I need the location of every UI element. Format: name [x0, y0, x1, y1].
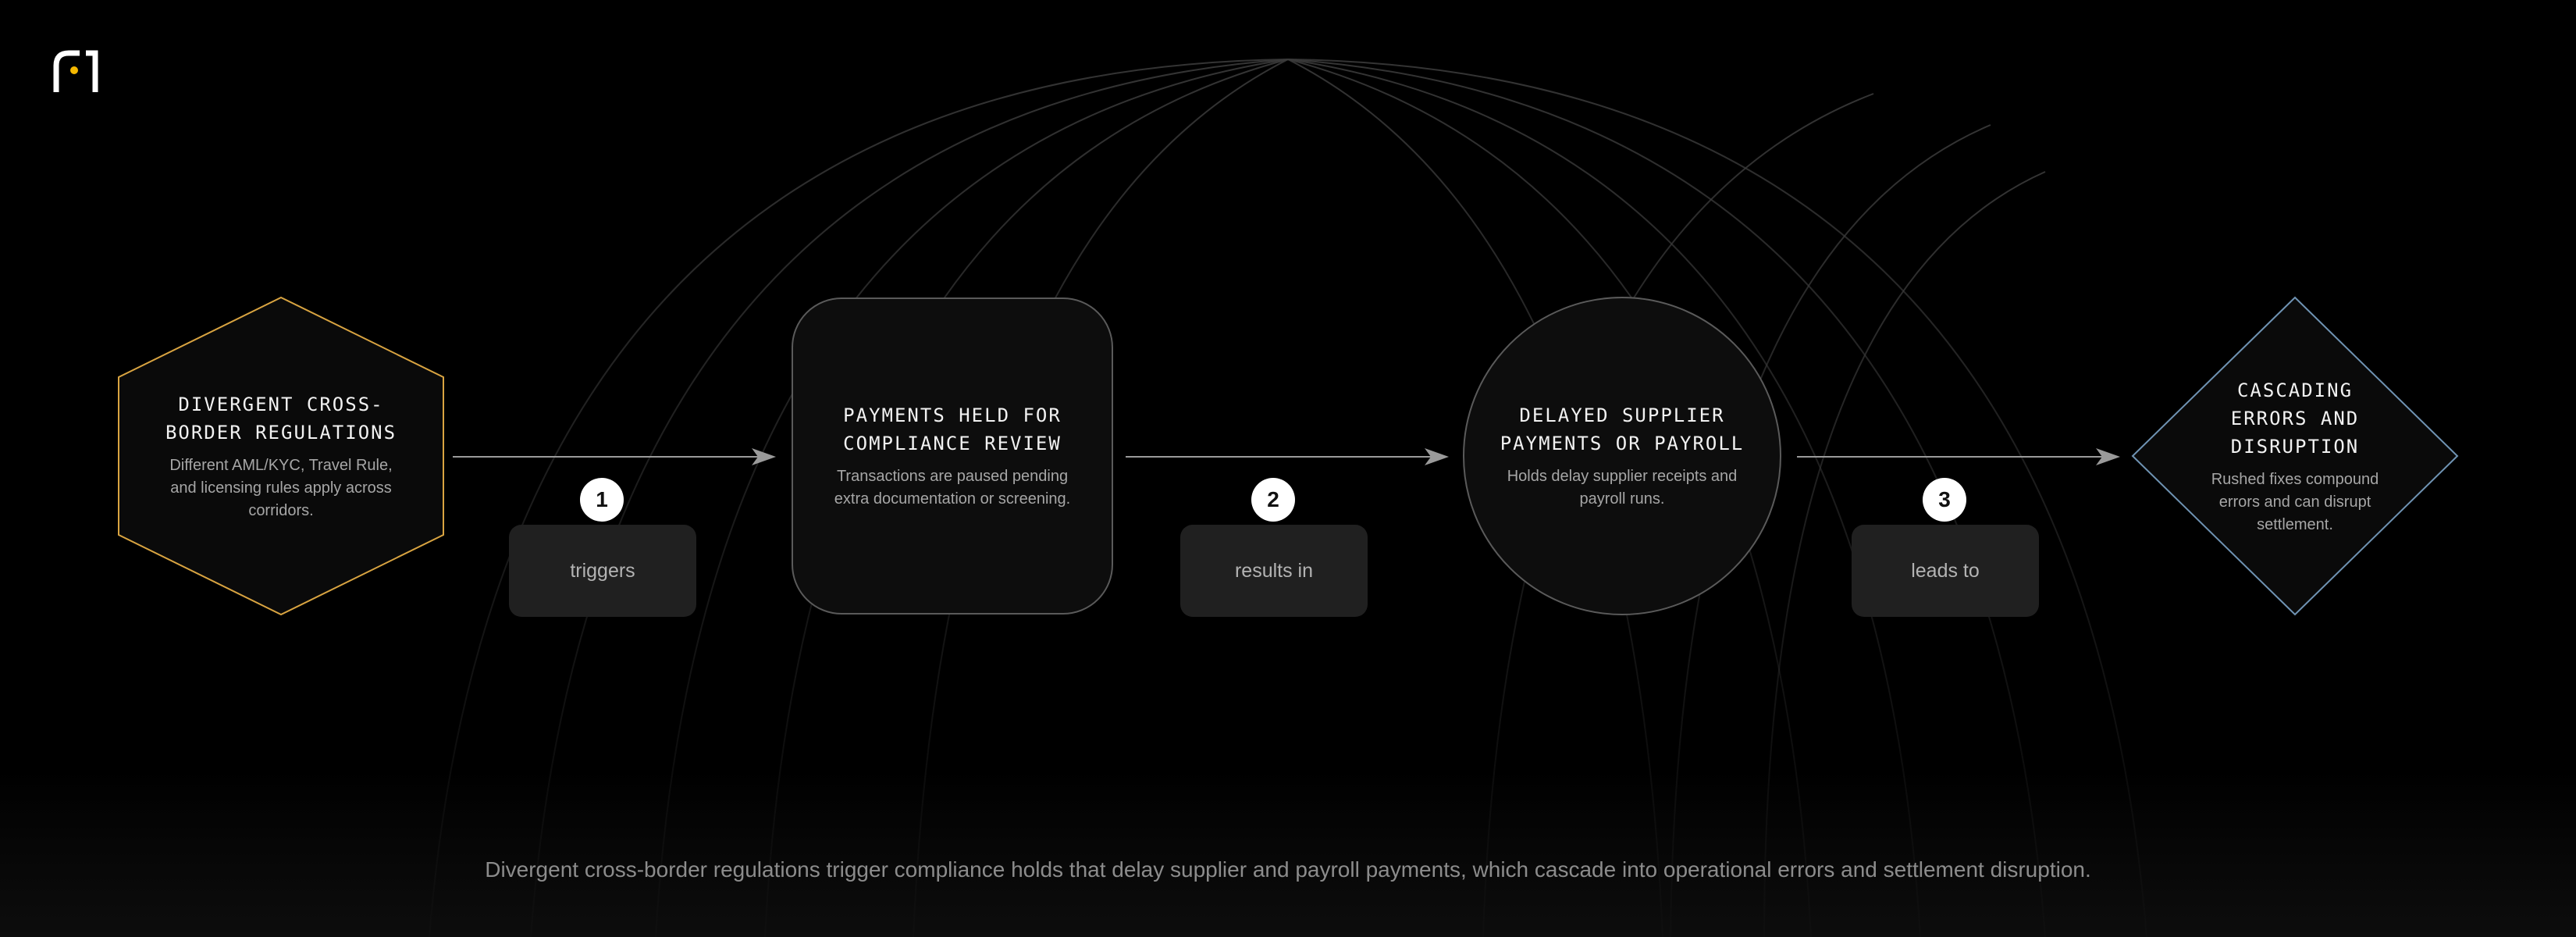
arrow-right-icon: [453, 448, 776, 465]
brand-logo-icon: [53, 50, 98, 92]
node-title: DELAYED SUPPLIER PAYMENTS OR PAYROLL: [1500, 404, 1745, 454]
node-delayed-payments: DELAYED SUPPLIER PAYMENTS OR PAYROLL Hol…: [1461, 296, 1783, 616]
step-label-triggers: triggers: [509, 525, 696, 617]
node-cascading-errors: CASCADING ERRORS AND DISRUPTION Rushed f…: [2131, 296, 2459, 616]
step-number-badge: 3: [1923, 478, 1966, 522]
diagram-caption: Divergent cross-border regulations trigg…: [485, 857, 2091, 882]
hexagon-shape: [118, 296, 444, 616]
node-description: Transactions are paused pending extra do…: [834, 468, 1071, 508]
step-number-badge: 2: [1251, 478, 1295, 522]
node-title: DIVERGENT CROSS- BORDER REGULATIONS: [165, 393, 397, 444]
node-description: Holds delay supplier receipts and payrol…: [1507, 468, 1738, 508]
step-label-results-in: results in: [1180, 525, 1368, 617]
node-payments-held: PAYMENTS HELD FOR COMPLIANCE REVIEW Tran…: [792, 297, 1113, 615]
node-description: Different AML/KYC, Travel Rule, and lice…: [169, 456, 393, 519]
circle-outline: [1463, 297, 1781, 615]
background-arc: [1763, 171, 2046, 937]
diamond-outline: [2131, 296, 2459, 616]
rounded-square-shape: [792, 297, 1113, 615]
arrow-right-icon: [1797, 448, 2120, 465]
hexagon-outline: [118, 296, 444, 616]
arrow-right-icon: [1126, 448, 1449, 465]
diamond-shape: [2131, 296, 2459, 616]
node-description: Rushed fixes compound errors and can dis…: [2211, 470, 2379, 533]
node-title: CASCADING ERRORS AND DISRUPTION: [2230, 379, 2360, 458]
node-divergent-regulations: DIVERGENT CROSS- BORDER REGULATIONS Diff…: [117, 296, 445, 616]
circle-shape: [1463, 297, 1781, 615]
node-title: PAYMENTS HELD FOR COMPLIANCE REVIEW: [843, 404, 1062, 454]
step-label-leads-to: leads to: [1852, 525, 2039, 617]
step-number-badge: 1: [580, 478, 624, 522]
